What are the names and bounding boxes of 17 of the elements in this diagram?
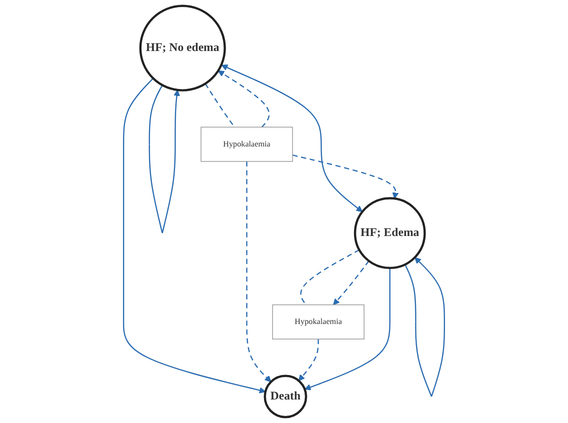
arrow [122, 78, 266, 394]
connector [300, 249, 360, 306]
arrow [292, 154, 399, 199]
connector [204, 83, 235, 128]
node-circle: HF; No edema [139, 4, 226, 92]
node-circle: Death [264, 374, 308, 418]
arrow [246, 161, 272, 382]
node-circle: HF; Edema [354, 197, 426, 270]
arrow [221, 64, 363, 212]
node-box: Hypokalaemia [272, 304, 364, 340]
arrow [148, 84, 180, 234]
arrow [404, 257, 446, 397]
arrow [218, 70, 270, 128]
node-box: Hypokalaemia [200, 126, 293, 162]
arrow [304, 268, 390, 390]
arrow [298, 339, 319, 382]
arrow [333, 260, 370, 306]
